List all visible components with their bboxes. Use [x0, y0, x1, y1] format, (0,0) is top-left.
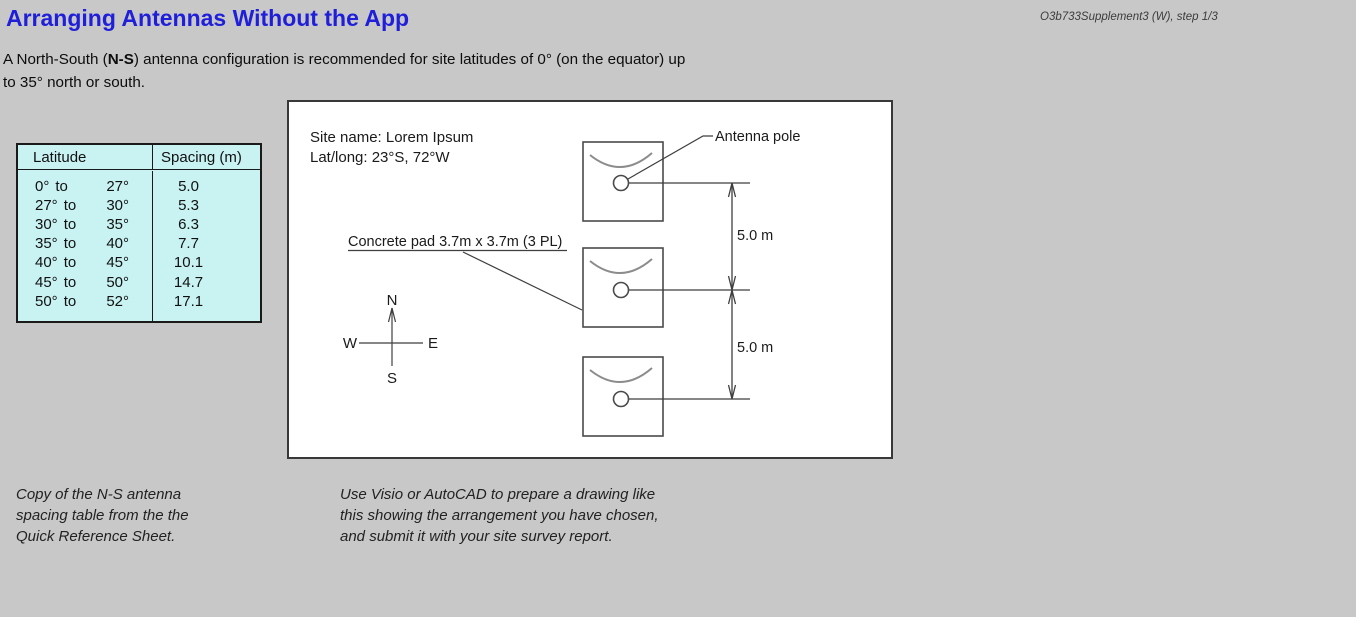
compass-east-label: E — [428, 335, 438, 352]
spacing-value: 7.7 — [178, 235, 199, 253]
antenna-pole-icon — [612, 281, 630, 299]
table-header-row: Latitude Spacing (m) — [18, 145, 260, 170]
intro-pre: A North-South ( — [3, 51, 108, 68]
pole-circles — [612, 174, 630, 408]
intro-mid: ) antenna configuration is recommended f… — [133, 51, 686, 68]
compass-rose — [359, 307, 423, 366]
dimension-label-top: 5.0 m — [737, 228, 773, 244]
spacing-value: 6.3 — [178, 215, 199, 233]
intro-text: A North-South (N-S) antenna configuratio… — [3, 48, 943, 94]
antenna-pole-icon — [612, 174, 630, 192]
column-header-spacing: Spacing (m) — [161, 148, 242, 166]
antenna-pole-leader-line — [627, 135, 713, 180]
spacing-value: 17.1 — [173, 292, 204, 310]
spacing-value: 14.7 — [173, 273, 204, 291]
site-name-text: Site name: Lorem Ipsum — [310, 129, 473, 146]
dish-arc-icon — [589, 152, 653, 168]
antenna-pole-label: Antenna pole — [715, 129, 800, 145]
doc-reference: O3b733Supplement3 (W), step 1/3 — [1040, 11, 1218, 23]
concrete-pad-leader-line — [462, 251, 583, 311]
concrete-pad-label: Concrete pad 3.7m x 3.7m (3 PL) — [348, 234, 562, 250]
dish-arc-icons — [589, 152, 653, 383]
dimension-line — [727, 182, 737, 400]
dimension-label-bottom: 5.0 m — [737, 340, 773, 356]
compass-west-label: W — [343, 335, 358, 352]
dish-arc-icon — [589, 367, 653, 383]
spacing-value: 10.1 — [173, 254, 204, 272]
site-layout-diagram: Site name: Lorem Ipsum Lat/long: 23°S, 7… — [287, 100, 893, 459]
spacing-value: 5.0 — [178, 177, 199, 195]
diagram-caption: Use Visio or AutoCAD to prepare a drawin… — [340, 486, 659, 545]
diagram-svg: Site name: Lorem Ipsum Lat/long: 23°S, 7… — [310, 129, 800, 437]
page-title: Arranging Antennas Without the App — [6, 5, 410, 31]
lat-long-text: Lat/long: 23°S, 72°W — [310, 149, 450, 166]
dish-arc-icon — [589, 258, 653, 274]
intro-bold-ns: N-S — [107, 51, 134, 68]
extension-lines — [629, 182, 750, 400]
spacing-value: 5.3 — [178, 196, 199, 214]
spacing-column: 5.0 5.3 6.3 7.7 10.1 14.7 17.1 — [153, 171, 260, 322]
compass-north-label: N — [387, 292, 398, 309]
column-header-latitude: Latitude — [18, 145, 153, 169]
compass-south-label: S — [387, 370, 397, 387]
antenna-pole-icon — [612, 390, 630, 408]
intro-line2: to 35° north or south. — [3, 74, 146, 91]
